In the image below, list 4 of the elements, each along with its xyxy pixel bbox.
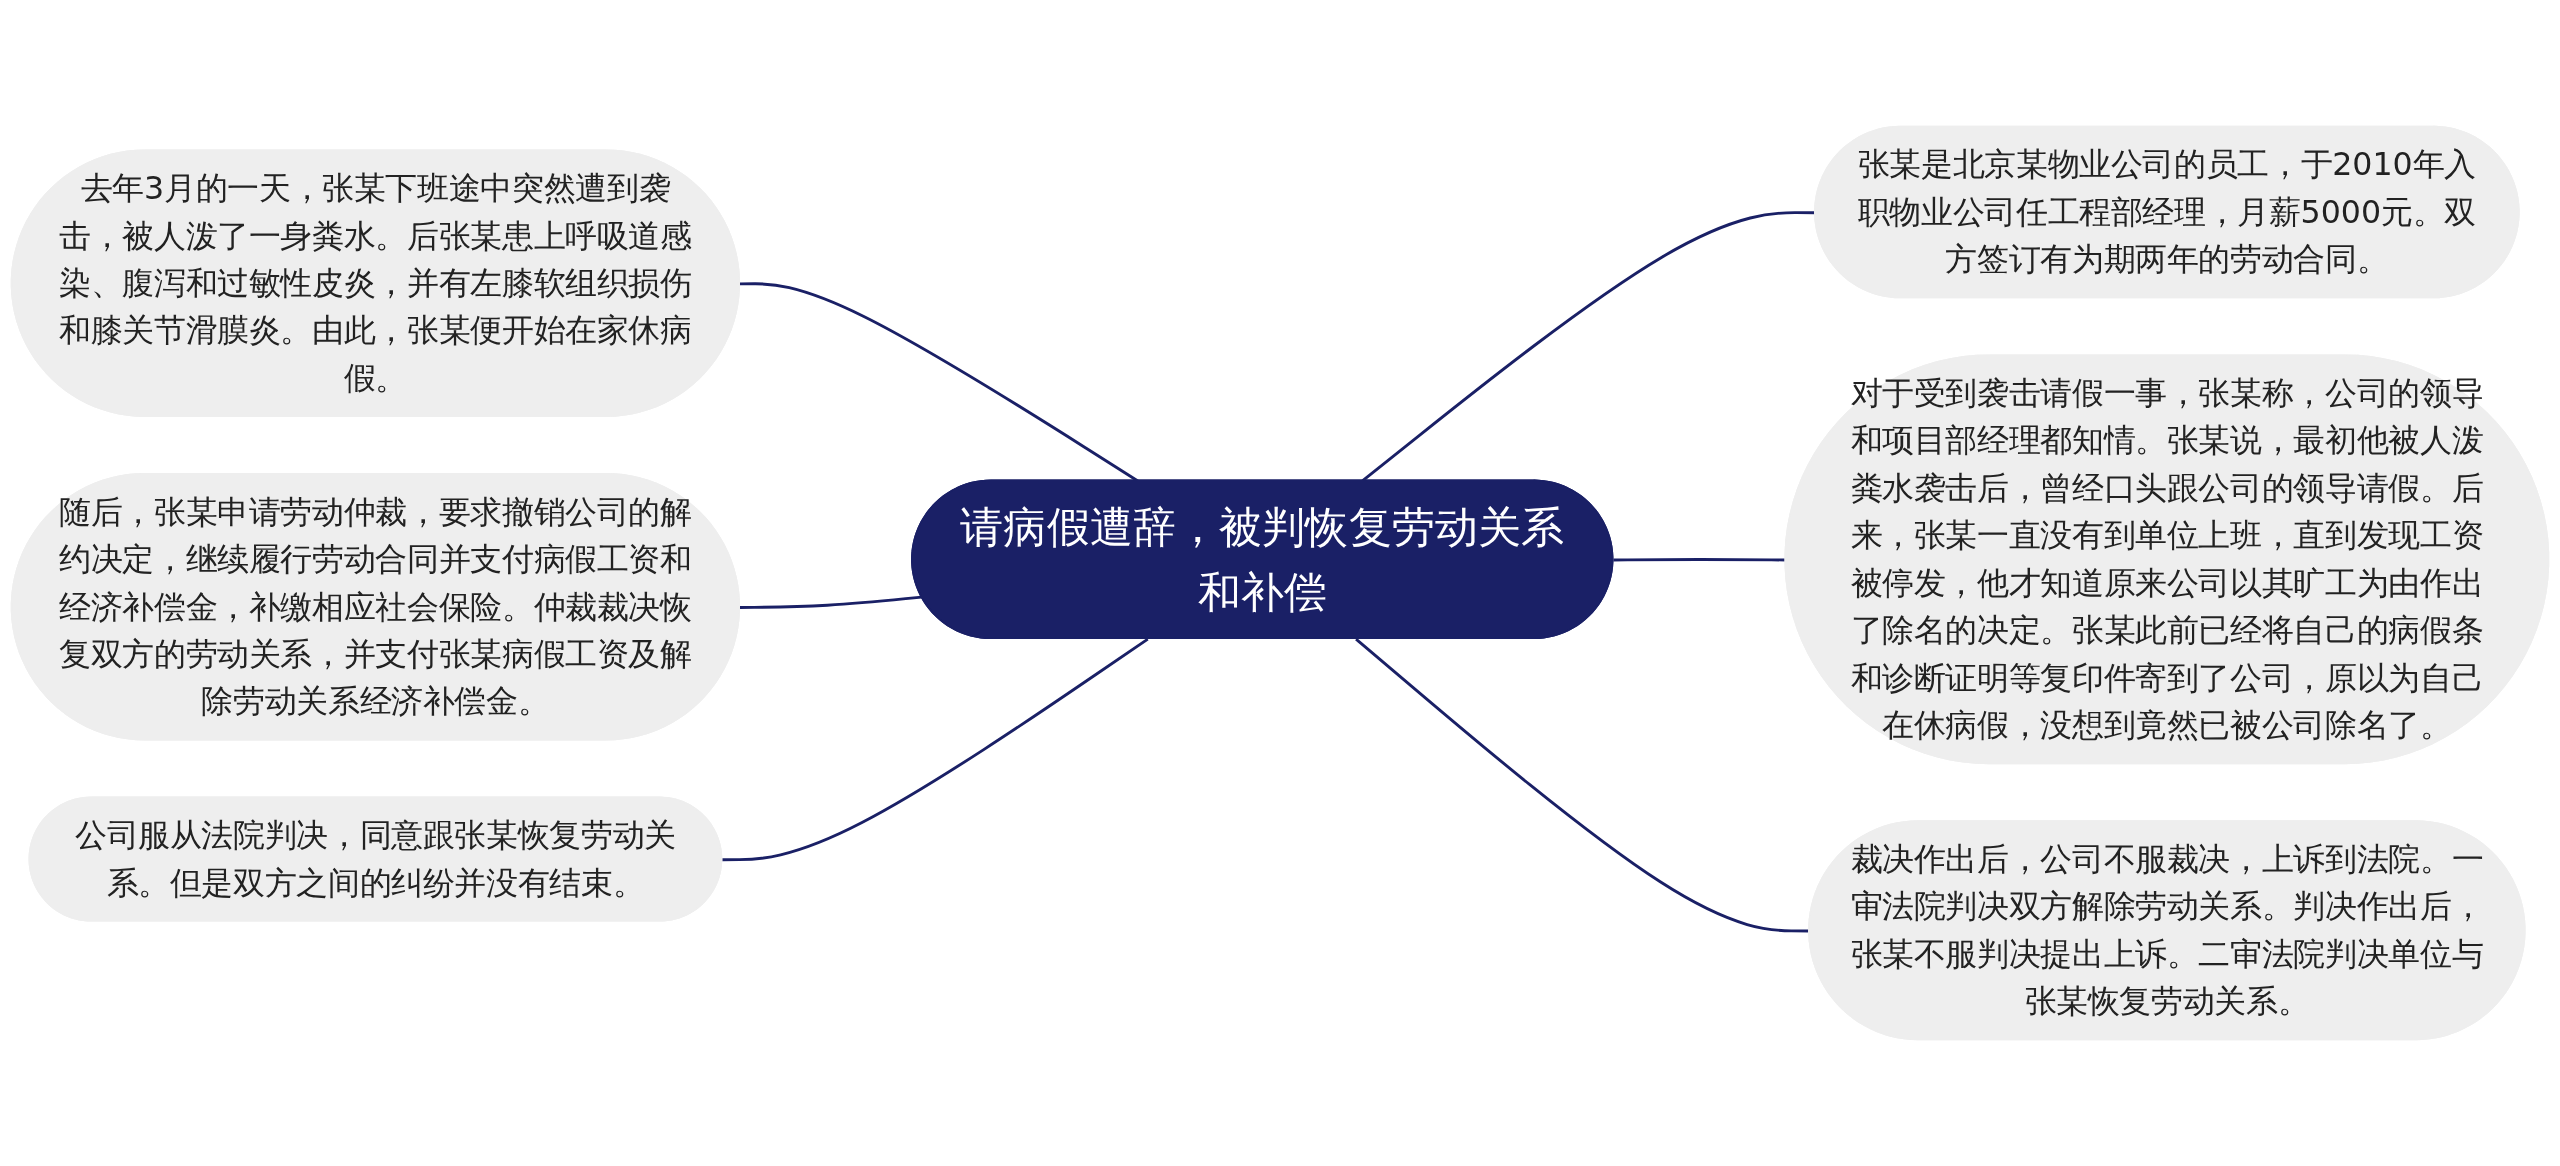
connector: [722, 637, 1149, 862]
connector: [740, 595, 922, 609]
connector: [1613, 558, 1786, 562]
connector: [1355, 638, 1810, 933]
